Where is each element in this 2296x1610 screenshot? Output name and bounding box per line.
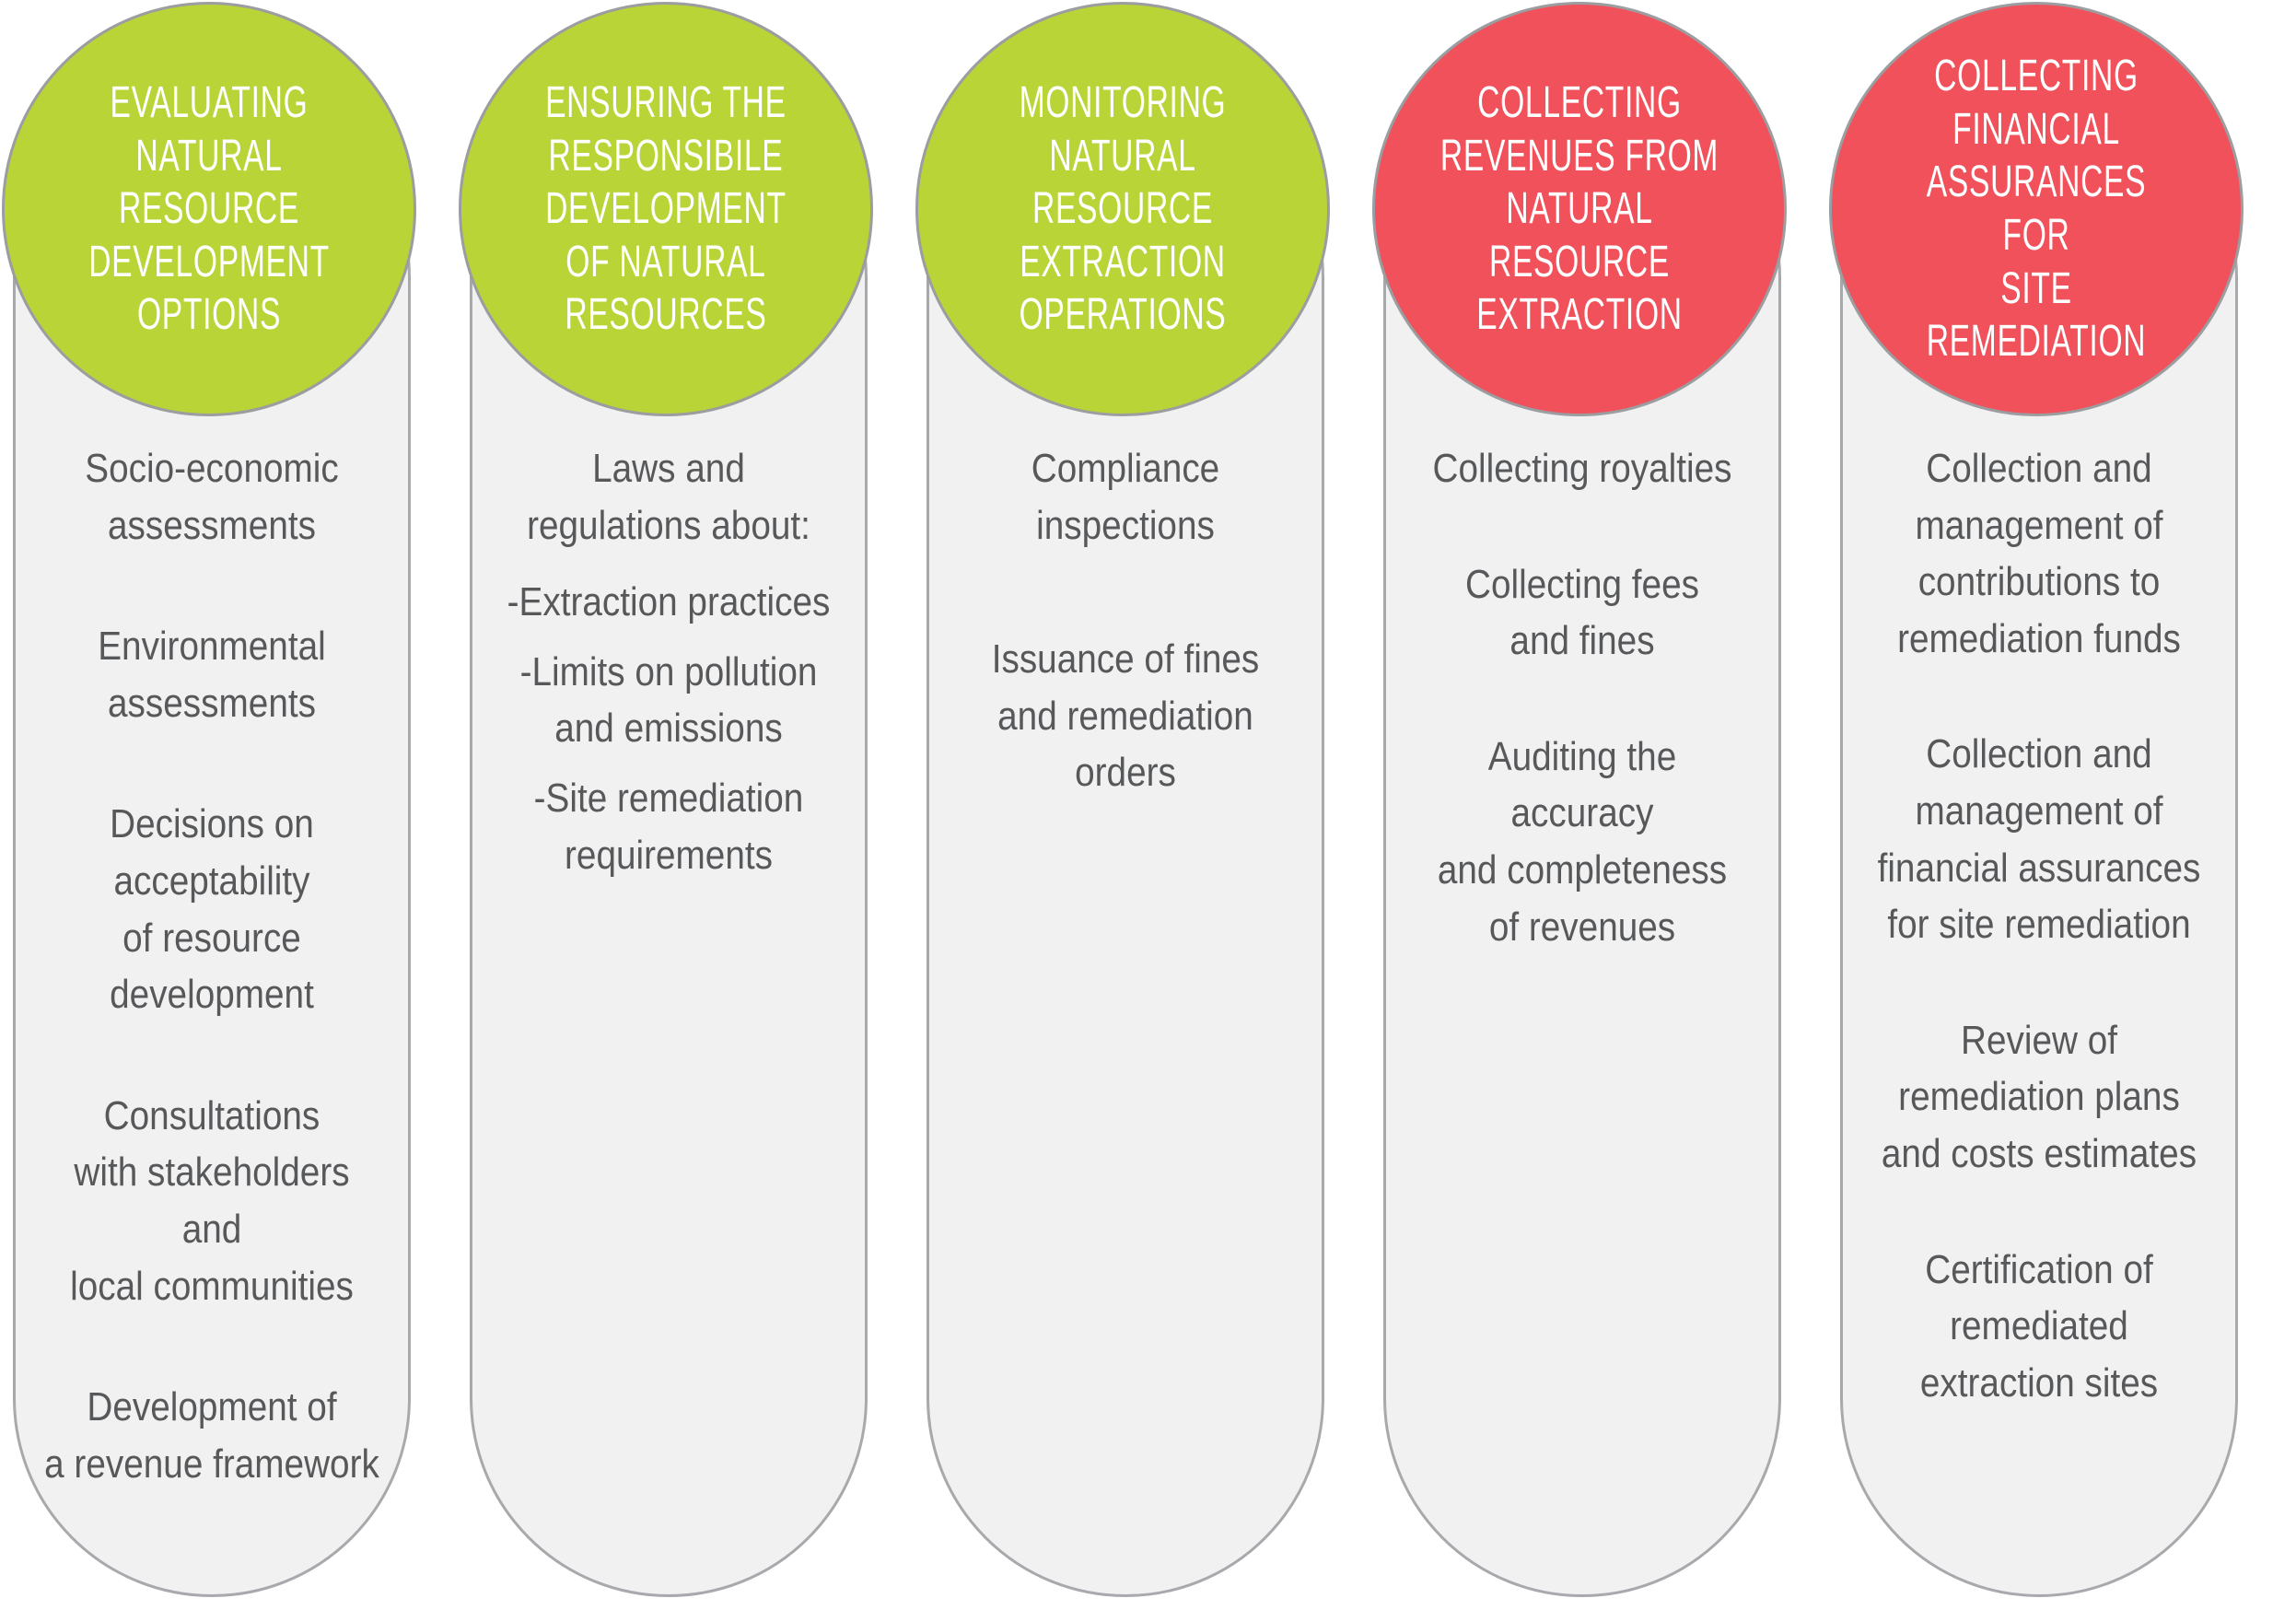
list-item: Collecting royalties: [1432, 446, 1732, 491]
list-item: Review of remediation plans and costs es…: [1881, 1017, 2197, 1176]
column-collecting-revenues: COLLECTING REVENUES FROM NATURAL RESOURC…: [1372, 0, 1787, 1610]
responsible-development-title: ENSURING THE RESPONSIBILE DEVELOPMENT OF…: [545, 78, 787, 340]
list-item: -Site remediation requirements: [533, 775, 804, 878]
evaluating-options-items: Socio-economic assessments Environmental…: [18, 440, 405, 1557]
monitoring-operations-circle: MONITORING NATURAL RESOURCE EXTRACTION O…: [915, 2, 1330, 416]
column-financial-assurances: COLLECTING FINANCIAL ASSURANCES FOR SITE…: [1829, 0, 2244, 1610]
monitoring-operations-title: MONITORING NATURAL RESOURCE EXTRACTION O…: [1019, 78, 1227, 340]
list-item: -Limits on pollution and emissions: [519, 648, 818, 752]
column-monitoring-operations: MONITORING NATURAL RESOURCE EXTRACTION O…: [915, 0, 1330, 1610]
financial-assurances-items: Collection and management of contributio…: [1846, 440, 2232, 1470]
evaluating-options-circle: EVALUATING NATURAL RESOURCE DEVELOPMENT …: [2, 2, 416, 416]
responsible-development-items: Laws and regulations about: -Extraction …: [475, 440, 862, 896]
column-responsible-development: ENSURING THE RESPONSIBILE DEVELOPMENT OF…: [459, 0, 873, 1610]
list-item: Development of a revenue framework: [44, 1384, 379, 1487]
list-item: Decisions on acceptability of resource d…: [110, 801, 314, 1018]
list-item: Issuance of fines and remediation orders: [991, 636, 1260, 796]
collecting-revenues-items: Collecting royalties Collecting fees and…: [1389, 440, 1776, 1014]
collecting-revenues-title: COLLECTING REVENUES FROM NATURAL RESOURC…: [1439, 78, 1719, 340]
list-item: Laws and regulations about:: [527, 446, 810, 548]
column-evaluating-options: EVALUATING NATURAL RESOURCE DEVELOPMENT …: [2, 0, 416, 1610]
list-item: Socio-economic assessments: [85, 446, 339, 548]
list-item: Certification of remediated extraction s…: [1919, 1246, 2159, 1406]
list-item: Consultations with stakeholders and loca…: [70, 1092, 354, 1309]
financial-assurances-circle: COLLECTING FINANCIAL ASSURANCES FOR SITE…: [1829, 2, 2244, 416]
list-item: -Extraction practices: [507, 579, 831, 625]
responsible-development-circle: ENSURING THE RESPONSIBILE DEVELOPMENT OF…: [459, 2, 873, 416]
financial-assurances-title: COLLECTING FINANCIAL ASSURANCES FOR SITE…: [1926, 52, 2147, 367]
collecting-revenues-circle: COLLECTING REVENUES FROM NATURAL RESOURC…: [1372, 2, 1787, 416]
monitoring-operations-items: Compliance inspections Issuance of fines…: [932, 440, 1319, 879]
list-item: Collection and management of contributio…: [1897, 446, 2181, 661]
evaluating-options-title: EVALUATING NATURAL RESOURCE DEVELOPMENT …: [88, 78, 330, 340]
list-item: Environmental assessments: [98, 624, 326, 726]
list-item: Collection and management of financial a…: [1877, 731, 2201, 948]
list-item: Auditing the accuracy and completeness o…: [1437, 733, 1728, 950]
list-item: Compliance inspections: [1031, 446, 1220, 548]
list-item: Collecting fees and fines: [1465, 561, 1699, 664]
